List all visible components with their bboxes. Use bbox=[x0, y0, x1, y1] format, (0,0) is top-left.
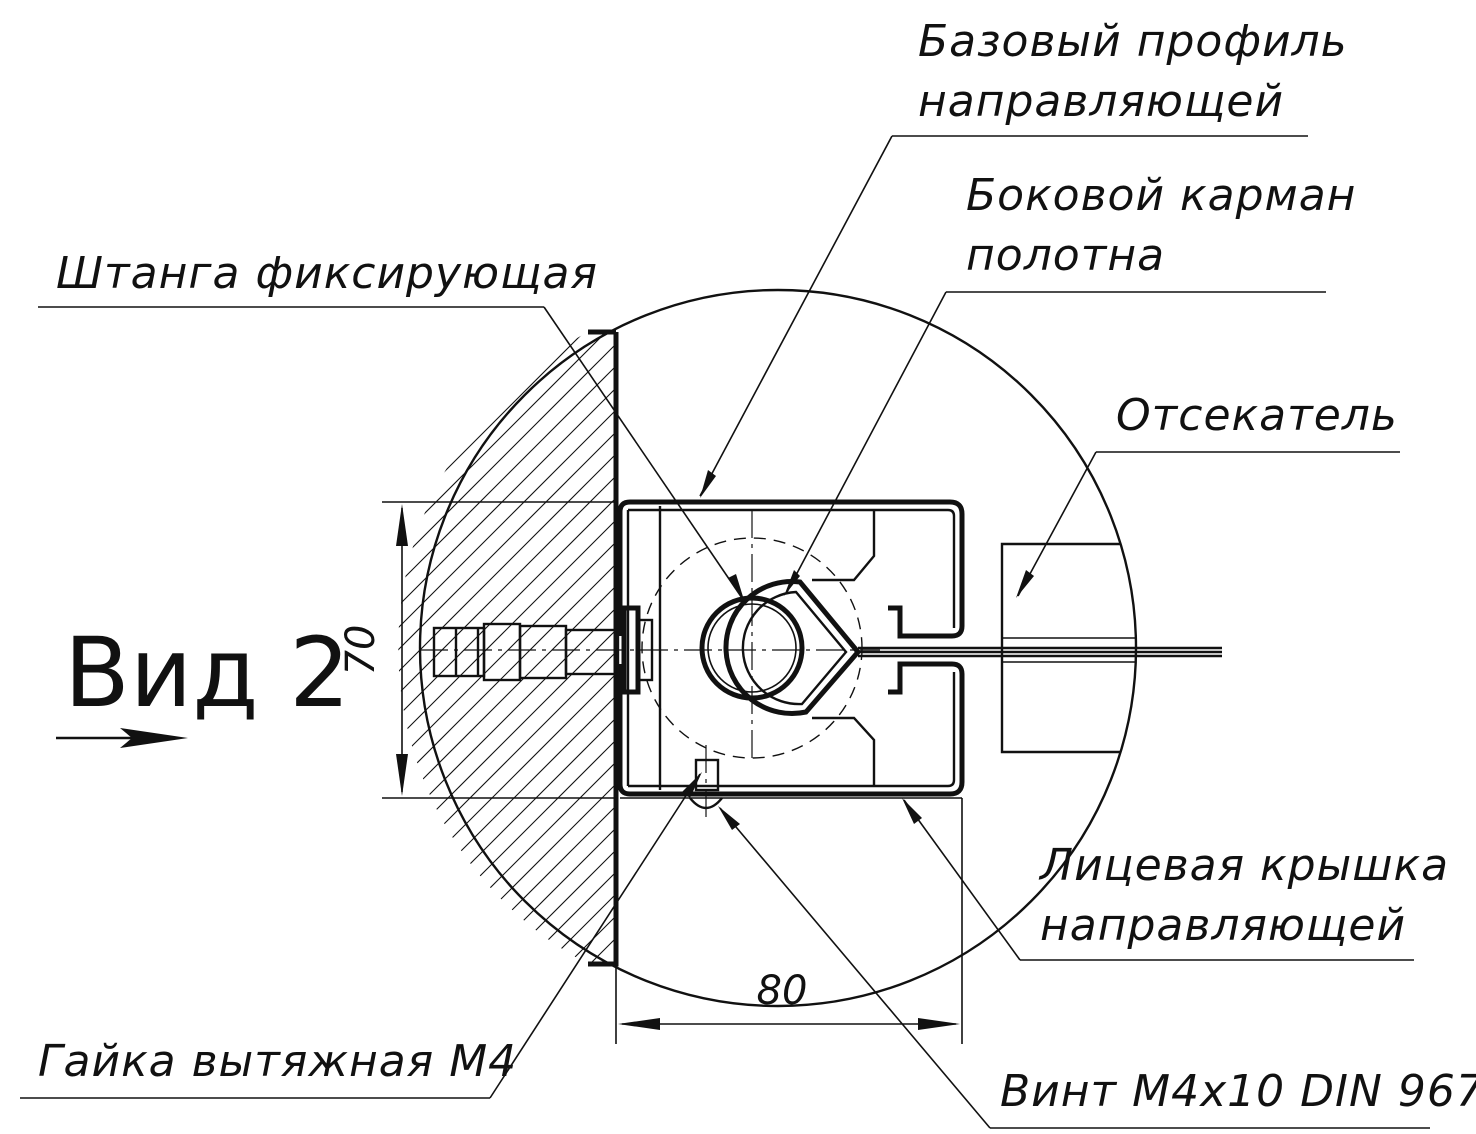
face-cover-label: Лицевая крышка bbox=[1038, 840, 1449, 891]
rivet-nut-label: Гайка вытяжная М4 bbox=[38, 1036, 517, 1087]
fixing-rod-label: Штанга фиксирующая bbox=[56, 248, 598, 299]
hatch-line bbox=[0, 300, 22, 1000]
hatch-line bbox=[398, 332, 616, 964]
view-arrow bbox=[56, 728, 188, 748]
dimension-70 bbox=[382, 501, 618, 799]
hatch-line bbox=[398, 332, 616, 964]
dimension-80 bbox=[615, 798, 963, 1044]
fixing-rod bbox=[699, 595, 805, 701]
hatch-line bbox=[0, 300, 44, 1000]
face-cover-label-2: направляющей bbox=[1040, 900, 1406, 951]
base-profile-label: Базовый профиль bbox=[918, 16, 1348, 67]
hatch-line bbox=[398, 332, 616, 964]
hatch-line bbox=[398, 332, 616, 964]
side-pocket bbox=[723, 579, 1222, 717]
hatch-line bbox=[399, 332, 616, 964]
center-lines bbox=[420, 510, 880, 820]
side-pocket-label: Боковой карман bbox=[966, 170, 1356, 221]
view-title: Вид 2 bbox=[64, 617, 350, 729]
side-pocket-label-2: полотна bbox=[966, 230, 1165, 281]
hatch-line bbox=[465, 332, 616, 964]
dimension-width-label: 80 bbox=[757, 968, 808, 1014]
hatch-line bbox=[443, 332, 616, 964]
hatch-line bbox=[398, 332, 616, 964]
cutter-label: Отсекатель bbox=[1116, 390, 1398, 441]
screw-label: Винт М4х10 DIN 967 bbox=[1000, 1066, 1476, 1117]
hatch-line bbox=[487, 332, 616, 964]
base-profile-label-2: направляющей bbox=[918, 76, 1284, 127]
pocket-inserts bbox=[620, 506, 962, 799]
hatch-line bbox=[398, 332, 616, 964]
hatch-line bbox=[0, 300, 66, 1000]
hatch-line bbox=[421, 332, 616, 964]
hatch-line bbox=[398, 332, 616, 964]
wall-bolt bbox=[432, 605, 654, 695]
rivet-nut-screw bbox=[689, 758, 723, 810]
base-profile bbox=[617, 499, 965, 797]
dimension-height-label: 70 bbox=[338, 625, 384, 676]
